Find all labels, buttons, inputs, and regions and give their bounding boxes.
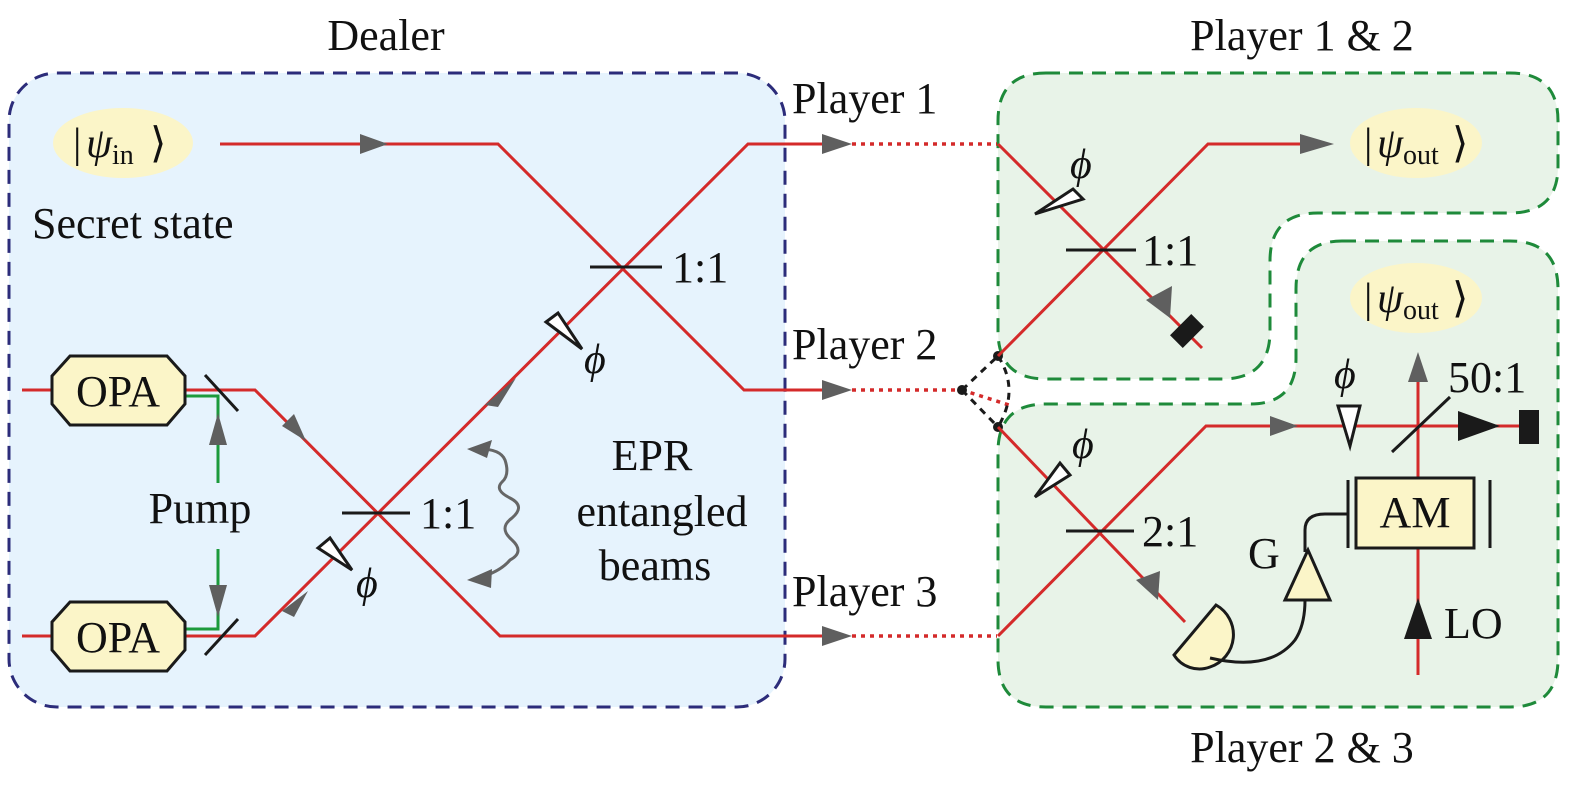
epr-wave-arrow-bottom (467, 569, 492, 588)
phase-lower-label: ϕ (356, 561, 378, 607)
svg-text:in: in (112, 140, 134, 171)
epr-entanglement-wave (474, 447, 520, 580)
pump-arrow-down (209, 585, 227, 617)
channel-player1-label: Player 1 (792, 74, 937, 123)
pump-arrow-up (209, 413, 227, 445)
arrow-epr-upper (485, 378, 516, 407)
p12-beam-dump (1170, 314, 1204, 348)
arrow-input-beam (360, 134, 388, 154)
pump-line-top (185, 394, 220, 483)
arrow-opa-top-beam (282, 414, 306, 441)
player12-title: Player 1 & 2 (1190, 11, 1414, 60)
svg-text:|: | (1364, 121, 1372, 167)
amplitude-modulator (1354, 476, 1476, 550)
svg-text:⟩: ⟩ (1452, 276, 1468, 322)
channel-player2-label: Player 2 (792, 320, 937, 369)
svg-text:ψ: ψ (1377, 276, 1404, 322)
p12-output-bubble (1350, 108, 1482, 178)
p23-output-ket: | ψ out ⟩ (1364, 276, 1468, 326)
p23-coupler-ratio: 50:1 (1448, 353, 1526, 402)
p23-output-bubble (1350, 263, 1482, 333)
amplitude-modulator-label: AM (1380, 488, 1451, 537)
svg-text:⟩: ⟩ (1452, 121, 1468, 167)
p12-beam-player2 (996, 142, 1300, 358)
epr-label-3: beams (599, 541, 711, 590)
p23-bs-ratio: 2:1 (1142, 507, 1198, 556)
epr-label-1: EPR (612, 431, 693, 480)
opa-top-label: OPA (76, 367, 160, 416)
input-state-bubble (53, 108, 193, 178)
pump-label: Pump (149, 484, 252, 533)
bs-lower-ratio: 1:1 (420, 489, 476, 538)
svg-text:⟩: ⟩ (150, 121, 166, 167)
input-state-ket: | ψ in ⟩ (73, 121, 166, 171)
svg-text:ψ: ψ (86, 121, 113, 167)
channel-player3-label: Player 3 (792, 567, 937, 616)
secret-state-label: Secret state (32, 199, 234, 248)
pump-mirror-top (203, 373, 240, 413)
p23-beam-dump (1519, 410, 1539, 444)
svg-text:|: | (1364, 276, 1372, 322)
epr-label-2: entangled (576, 487, 747, 536)
p23-output-arrow-up (1408, 352, 1428, 382)
p23-phase-input-label: ϕ (1072, 422, 1094, 468)
p23-gain-label: G (1248, 529, 1280, 578)
p12-bs-ratio: 1:1 (1142, 226, 1198, 275)
p12-dump-arrow (1146, 286, 1172, 318)
pump-mirror-bottom (203, 617, 240, 657)
phase-shifter-lower (315, 535, 354, 572)
p23-beam-player3 (996, 424, 1530, 638)
epr-wave-arrow-top (467, 440, 492, 458)
channel1-arrow (822, 134, 852, 154)
lo-label: LO (1444, 599, 1503, 648)
p23-phase-lo-label: ϕ (1334, 352, 1356, 398)
phase-upper-label: ϕ (584, 337, 606, 383)
opa-top: OPA (50, 354, 187, 427)
p12-output-ket: | ψ out ⟩ (1364, 121, 1468, 171)
p23-detector-arrow (1136, 571, 1160, 600)
dealer-title: Dealer (327, 11, 445, 60)
channel3-arrow (822, 626, 852, 646)
p23-amplifier (1282, 546, 1333, 602)
svg-text:ψ: ψ (1377, 121, 1404, 167)
bs-upper-ratio: 1:1 (672, 243, 728, 292)
pump-line-bottom (185, 549, 220, 631)
lo-arrow (1404, 598, 1432, 639)
opa-bottom: OPA (50, 600, 187, 673)
p12-phase-label: ϕ (1070, 142, 1092, 188)
p12-output-arrow (1300, 134, 1334, 154)
p12-phase-shifter (1034, 187, 1086, 216)
p23-coupler-50-1 (1390, 395, 1452, 454)
p23-phase-shifter-input (1033, 460, 1073, 499)
player23-title: Player 2 & 3 (1190, 723, 1414, 772)
svg-text:|: | (73, 121, 81, 167)
p23-dump-arrow (1458, 411, 1500, 441)
svg-text:out: out (1403, 295, 1439, 326)
p23-beam-arrow (1270, 416, 1298, 436)
p23-phase-shifter-lo (1335, 404, 1362, 452)
phase-shifter-upper (543, 310, 584, 351)
player2-routing-switch (957, 351, 1011, 432)
opa-bottom-label: OPA (76, 613, 160, 662)
svg-text:out: out (1403, 140, 1439, 171)
channel2-fiber-branch (961, 388, 1013, 408)
p23-feedforward-wire (1209, 512, 1347, 664)
channel2-arrow (822, 380, 852, 400)
arrow-opa-bottom-beam (282, 591, 308, 617)
